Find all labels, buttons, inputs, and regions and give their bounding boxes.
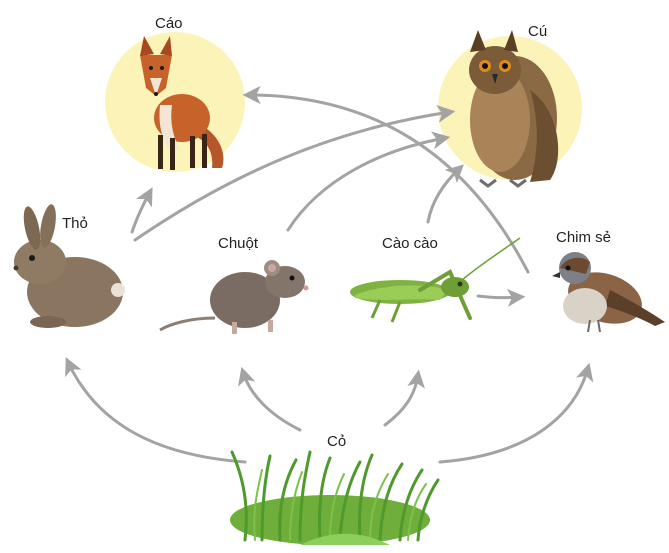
rabbit-label: Thỏ <box>62 215 88 232</box>
arrow-grasshopper-to-sparrow <box>478 296 520 298</box>
arrow-grass-to-mouse <box>243 372 300 430</box>
mouse-icon <box>160 260 309 334</box>
arrow-grasshopper-to-owl <box>428 168 460 222</box>
arrow-rabbit-to-fox <box>132 192 150 232</box>
grass-label: Cỏ <box>327 433 346 450</box>
mouse-label: Chuột <box>218 235 259 252</box>
arrow-grass-to-rabbit <box>68 362 245 462</box>
fox-label: Cáo <box>155 15 183 32</box>
grasshopper-label: Cào cào <box>382 235 438 252</box>
grass-icon <box>230 452 438 545</box>
arrow-grass-to-grasshopper <box>385 375 418 425</box>
owl-label: Cú <box>528 23 547 40</box>
arrow-mouse-to-owl <box>288 138 445 230</box>
sparrow-label: Chim sẻ <box>556 229 611 246</box>
arrow-grass-to-sparrow <box>440 368 588 462</box>
sparrow-icon <box>552 252 665 333</box>
